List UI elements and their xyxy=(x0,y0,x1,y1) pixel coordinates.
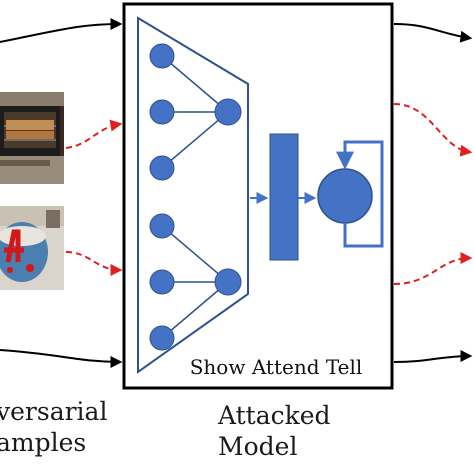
cake-photo xyxy=(0,206,64,290)
adversarial-input-arrow-cake xyxy=(65,251,123,276)
lstm-node xyxy=(317,168,373,224)
oven-photo xyxy=(0,92,64,184)
output-arrow-adversarial-top xyxy=(393,103,473,157)
model-label: Show Attend Tell xyxy=(190,355,363,379)
attacked-model-caption-line2: Model xyxy=(218,432,298,461)
input-node-3 xyxy=(149,155,175,181)
hidden-node-2 xyxy=(214,268,242,296)
adversarial-caption-line1: versarial xyxy=(0,397,108,426)
input-node-2 xyxy=(149,99,175,125)
encoder-nodes xyxy=(149,43,242,351)
clean-input-arrow-bottom xyxy=(0,349,123,368)
hidden-node-1 xyxy=(214,98,242,126)
attacked-model-caption: Attacked Model xyxy=(218,400,331,462)
attacked-model-caption-line1: Attacked xyxy=(218,401,331,430)
input-node-5 xyxy=(149,269,175,295)
output-arrow-adversarial-bottom xyxy=(393,252,473,285)
output-arrow-top xyxy=(393,23,473,43)
encoder-trapezoid xyxy=(137,16,249,374)
adversarial-input-arrow-oven xyxy=(65,119,123,149)
input-node-6 xyxy=(149,325,175,351)
adversarial-caption: versarial amples xyxy=(0,396,107,458)
output-arrow-bottom xyxy=(393,350,473,363)
recurrent-loop xyxy=(336,140,384,248)
input-node-1 xyxy=(149,43,175,69)
feature-bar xyxy=(269,133,299,261)
clean-input-arrow-top xyxy=(0,18,123,43)
adversarial-caption-line2: amples xyxy=(0,428,87,457)
input-node-4 xyxy=(149,213,175,239)
